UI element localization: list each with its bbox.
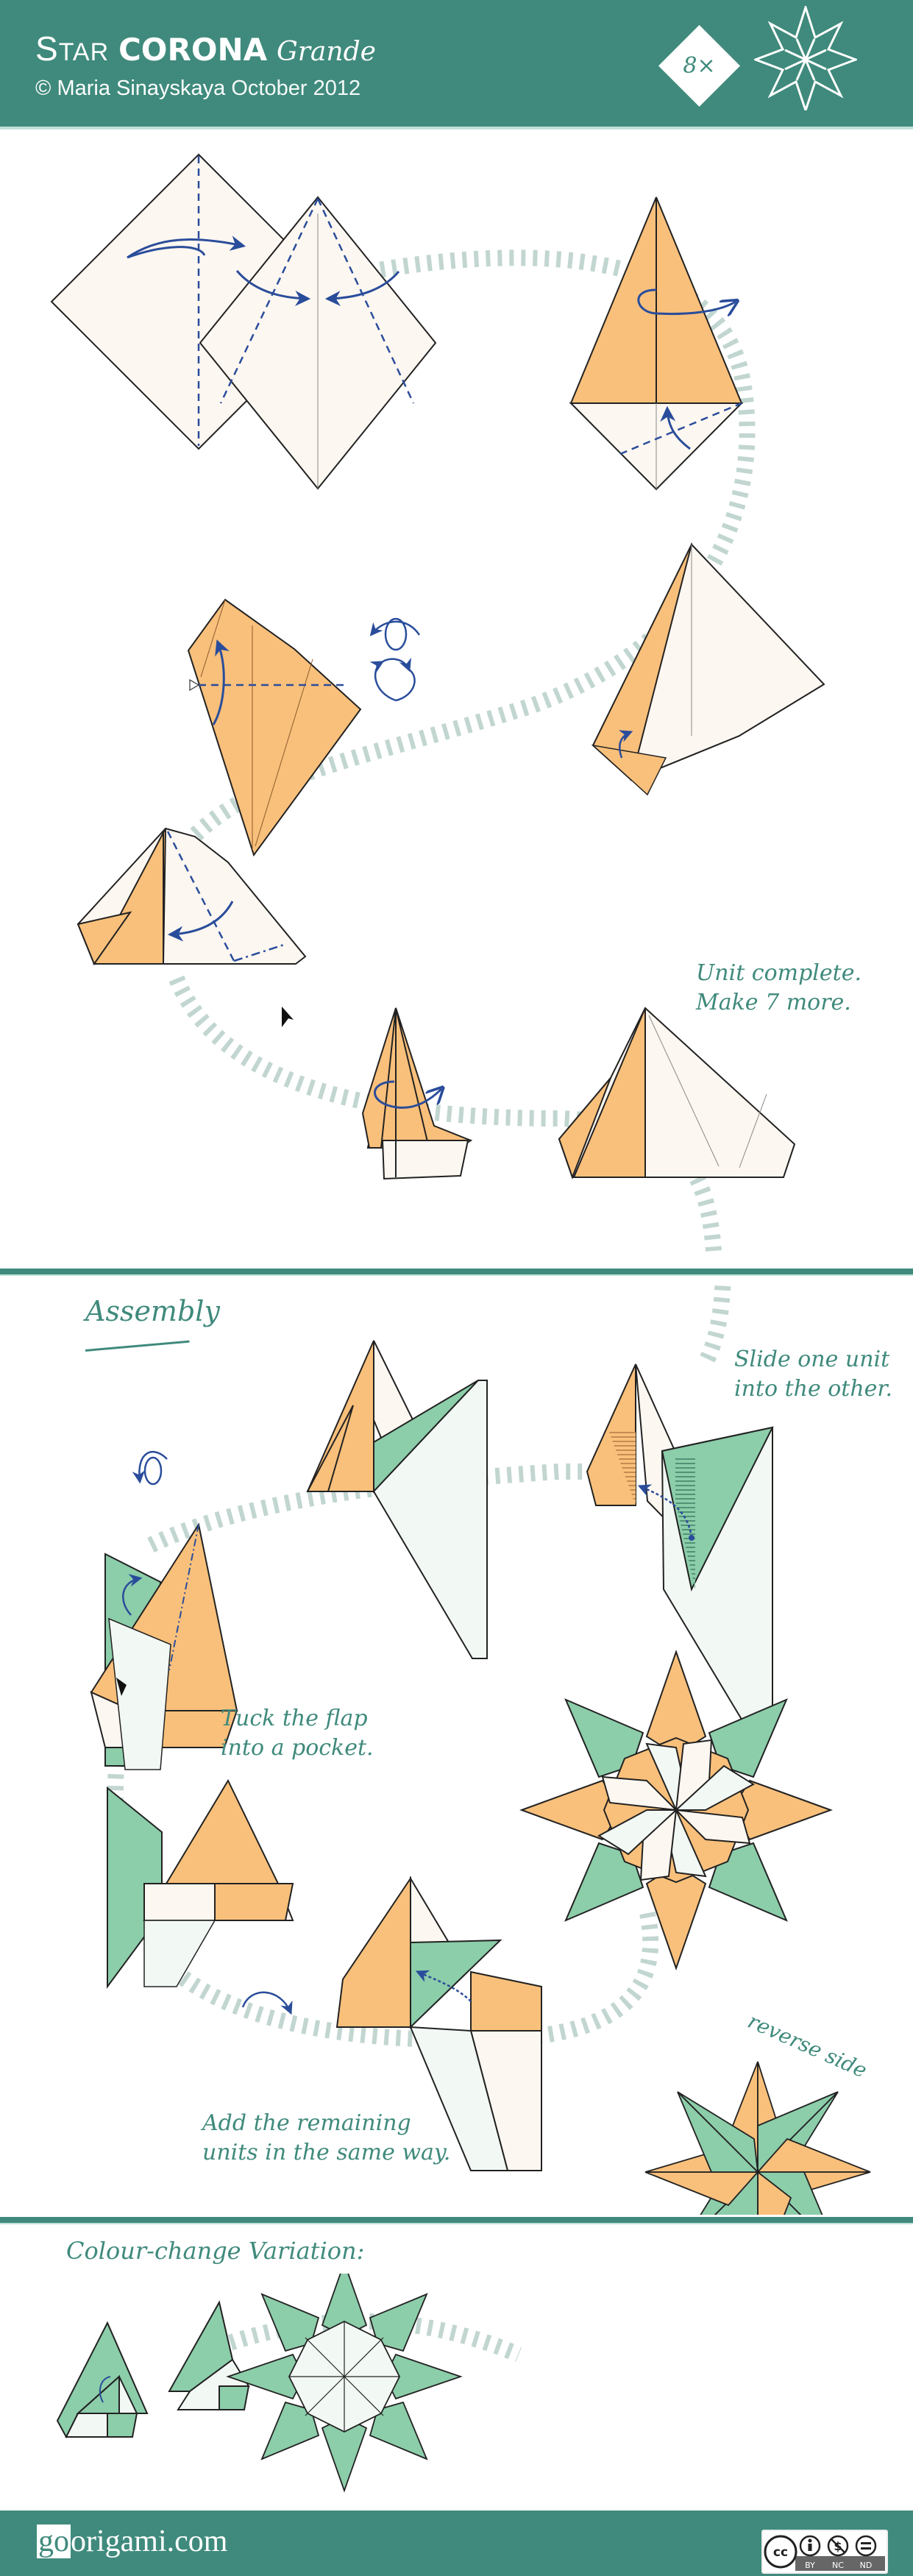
- step-8-finished-unit: [558, 1007, 796, 1179]
- svg-text:cc: cc: [773, 2545, 788, 2560]
- assembly-progress-path: [107, 1280, 731, 2048]
- unit-complete-note: Unit complete. Make 7 more.: [696, 959, 862, 1018]
- add-note-line-2: units in the same way.: [202, 2140, 451, 2165]
- title-star: STAR: [35, 29, 110, 68]
- assembly-step-5: [335, 1876, 542, 2171]
- section-divider-variation: [0, 2217, 913, 2224]
- publish-date: October 2012: [231, 77, 361, 100]
- license-badge[interactable]: cc $ BY NC ND: [761, 2530, 888, 2574]
- slide-note-line-2: into the other.: [734, 1376, 893, 1402]
- cursor-icon-2: [116, 1678, 127, 1696]
- header-banner: STAR CORONA Grande © Maria Sinayskaya Oc…: [0, 0, 913, 127]
- author-name: Maria Sinayskaya: [57, 77, 226, 100]
- variation-star: [226, 2274, 463, 2493]
- units-count-label: 8×: [683, 53, 716, 79]
- units-count-badge: 8×: [657, 24, 742, 108]
- variation-step-1: [56, 2321, 149, 2439]
- assembly-heading: Assembly: [85, 1295, 220, 1327]
- progress-path: [168, 249, 756, 1252]
- title-grande: Grande: [276, 37, 376, 67]
- variation-diagram-canvas: [56, 2274, 522, 2493]
- rotate-icon-2: [241, 1991, 293, 2015]
- step-2-square: [199, 196, 437, 490]
- copyright-symbol: ©: [35, 77, 51, 100]
- unit-complete-line-2: Make 7 more.: [696, 990, 851, 1015]
- turn-over-icon-2: [132, 1451, 168, 1486]
- tuck-note-line-2: into a pocket.: [221, 1735, 374, 1761]
- site-link[interactable]: goorigami.com: [37, 2524, 227, 2559]
- assembly-diagram-canvas: [90, 1280, 871, 2215]
- svg-text:BY: BY: [805, 2561, 815, 2570]
- site-domain: origami.com: [71, 2524, 228, 2558]
- completed-star-front: [519, 1649, 833, 1971]
- assembly-step-2: [586, 1363, 774, 1722]
- svg-text:NC: NC: [832, 2561, 844, 2570]
- diamond-icon: [658, 25, 740, 107]
- variation-step-2: [168, 2300, 250, 2410]
- variation-heading: Colour-change Variation:: [66, 2237, 365, 2265]
- turn-over-icon: [369, 617, 421, 651]
- completed-star-reverse: [644, 2061, 871, 2215]
- rotate-icon: [369, 657, 416, 702]
- title-corona: CORONA: [118, 32, 268, 68]
- step-3-kite: [569, 196, 744, 491]
- assembly-step-1: [306, 1340, 488, 1659]
- svg-text:ND: ND: [860, 2561, 873, 2570]
- tuck-note-line-1: Tuck the flap: [221, 1706, 368, 1731]
- assembly-step-4: [107, 1778, 294, 1990]
- step-4-folded: [591, 542, 825, 796]
- footer-banner: goorigami.com cc $ BY NC ND: [0, 2511, 913, 2576]
- credit-line: © Maria Sinayskaya October 2012: [35, 77, 360, 101]
- unit-diagram-canvas: [50, 153, 825, 1252]
- page-title: STAR CORONA Grande: [35, 28, 376, 73]
- tuck-note: Tuck the flap into a pocket.: [221, 1704, 374, 1763]
- site-prefix: go: [37, 2524, 71, 2558]
- header-rule: [0, 127, 913, 129]
- step-7-unit: [361, 1007, 473, 1180]
- slide-note: Slide one unit into the other.: [734, 1345, 892, 1404]
- step-6-unit: [77, 827, 307, 1027]
- add-remaining-note: Add the remaining units in the same way.: [202, 2109, 450, 2168]
- cursor-icon: [282, 1007, 294, 1027]
- unit-complete-line-1: Unit complete.: [696, 960, 862, 986]
- creative-commons-icon: cc $ BY NC ND: [763, 2531, 887, 2572]
- star-model-icon: [754, 6, 857, 110]
- add-note-line-1: Add the remaining: [202, 2110, 411, 2136]
- section-divider-assembly: [0, 1269, 913, 1276]
- assembly-step-3: [90, 1522, 238, 1770]
- step-5-kite: [187, 598, 362, 857]
- slide-note-line-1: Slide one unit: [734, 1346, 890, 1372]
